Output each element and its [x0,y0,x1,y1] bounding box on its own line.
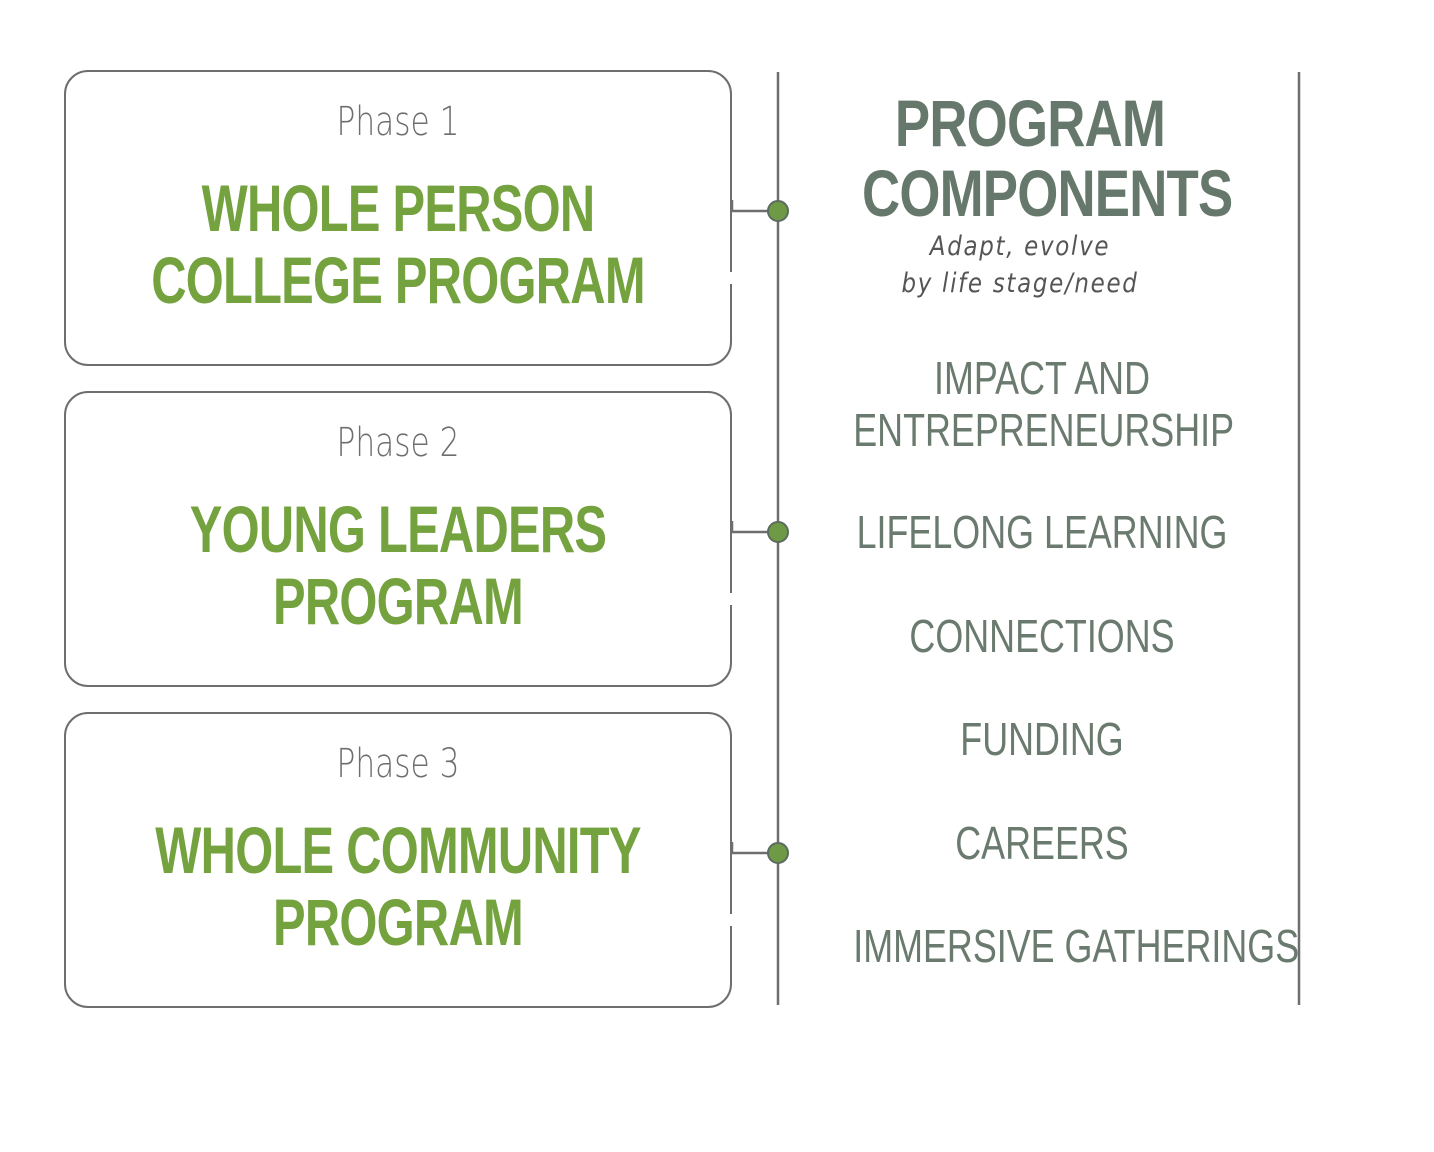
components-subtitle-line: Adapt, evolve [929,231,1111,262]
components-subtitle-line: by life stage/need [901,268,1139,299]
phase-title-line: WHOLE PERSON [201,171,595,245]
component-item-line: CAREERS [955,817,1129,869]
phase-label: Phase 2 [336,420,460,466]
component-item: LIFELONG LEARNING [853,506,1231,558]
component-item: IMMERSIVE GATHERINGS [853,920,1300,972]
components-title-line: COMPONENTS [862,156,1233,230]
phase-3-connector [730,842,778,855]
component-item: CAREERS [853,817,1231,869]
component-item-line: ENTREPRENEURSHIP [853,404,1235,456]
phase-title-line: PROGRAM [273,885,524,959]
phase-title-line: YOUNG LEADERS [189,492,607,566]
component-item-line: CONNECTIONS [909,610,1175,662]
components-title-line: PROGRAM [894,86,1166,160]
component-item-line: IMPACT AND [934,352,1150,404]
phase-title: WHOLE PERSON COLLEGE PROGRAM [123,172,674,316]
components-subtitle: Adapt, evolve by life stage/need [850,228,1190,302]
phase-title-line: PROGRAM [273,564,524,638]
component-item: CONNECTIONS [853,610,1231,662]
component-item-line: LIFELONG LEARNING [856,506,1228,558]
phase-1-box: Phase 1 WHOLE PERSON COLLEGE PROGRAM [64,70,734,366]
phase-label: Phase 3 [336,741,460,787]
phase-label: Phase 1 [336,99,460,145]
component-item: IMPACT AND ENTREPRENEURSHIP [853,352,1235,456]
phase-3-box: Phase 3 WHOLE COMMUNITY PROGRAM [64,712,734,1008]
component-item: FUNDING [853,713,1231,765]
phase-title-line: COLLEGE PROGRAM [151,243,645,317]
phase-title: YOUNG LEADERS PROGRAM [123,493,674,637]
phase-title-line: WHOLE COMMUNITY [155,813,641,887]
phase-2-connector [730,521,778,534]
border-gap [726,593,734,605]
border-gap [726,914,734,926]
component-item-line: FUNDING [960,713,1124,765]
border-gap [726,272,734,284]
phase-2-box: Phase 2 YOUNG LEADERS PROGRAM [64,391,734,687]
phase-1-connector [730,200,778,213]
component-item-line: IMMERSIVE GATHERINGS [853,920,1300,972]
components-title: PROGRAM COMPONENTS [862,86,1233,230]
phase-title: WHOLE COMMUNITY PROGRAM [123,814,674,958]
